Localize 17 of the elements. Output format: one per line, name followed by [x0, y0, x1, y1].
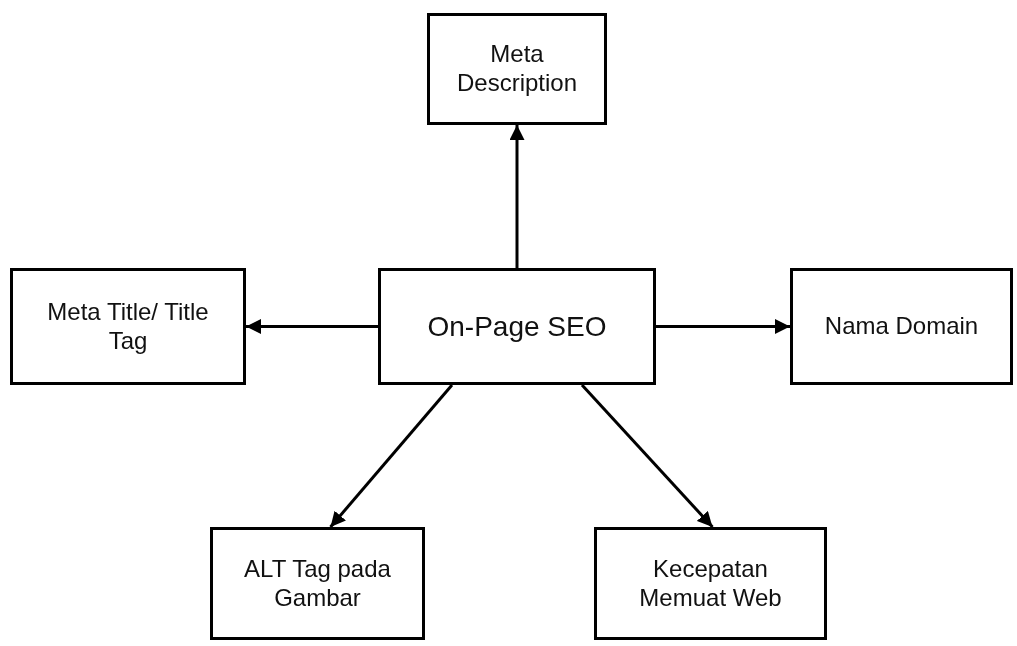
box-label: ALT Tag pada Gambar — [243, 554, 392, 613]
box-label: Nama Domain — [823, 312, 980, 341]
process-box — [594, 527, 827, 640]
process-box — [378, 268, 656, 385]
arrow — [509, 125, 525, 268]
process-box — [427, 13, 607, 125]
box-label: Kecepatan Memuat Web — [638, 554, 783, 613]
box-label: On-Page SEO — [426, 309, 608, 344]
process-box — [10, 268, 246, 385]
box-label: Meta Title/ Title Tag — [46, 297, 210, 356]
arrow — [580, 384, 714, 528]
box-label: Meta Description — [455, 40, 578, 98]
process-box — [790, 268, 1013, 385]
arrow — [656, 319, 790, 334]
arrow — [329, 384, 454, 528]
process-box — [210, 527, 425, 640]
arrow — [246, 319, 378, 334]
